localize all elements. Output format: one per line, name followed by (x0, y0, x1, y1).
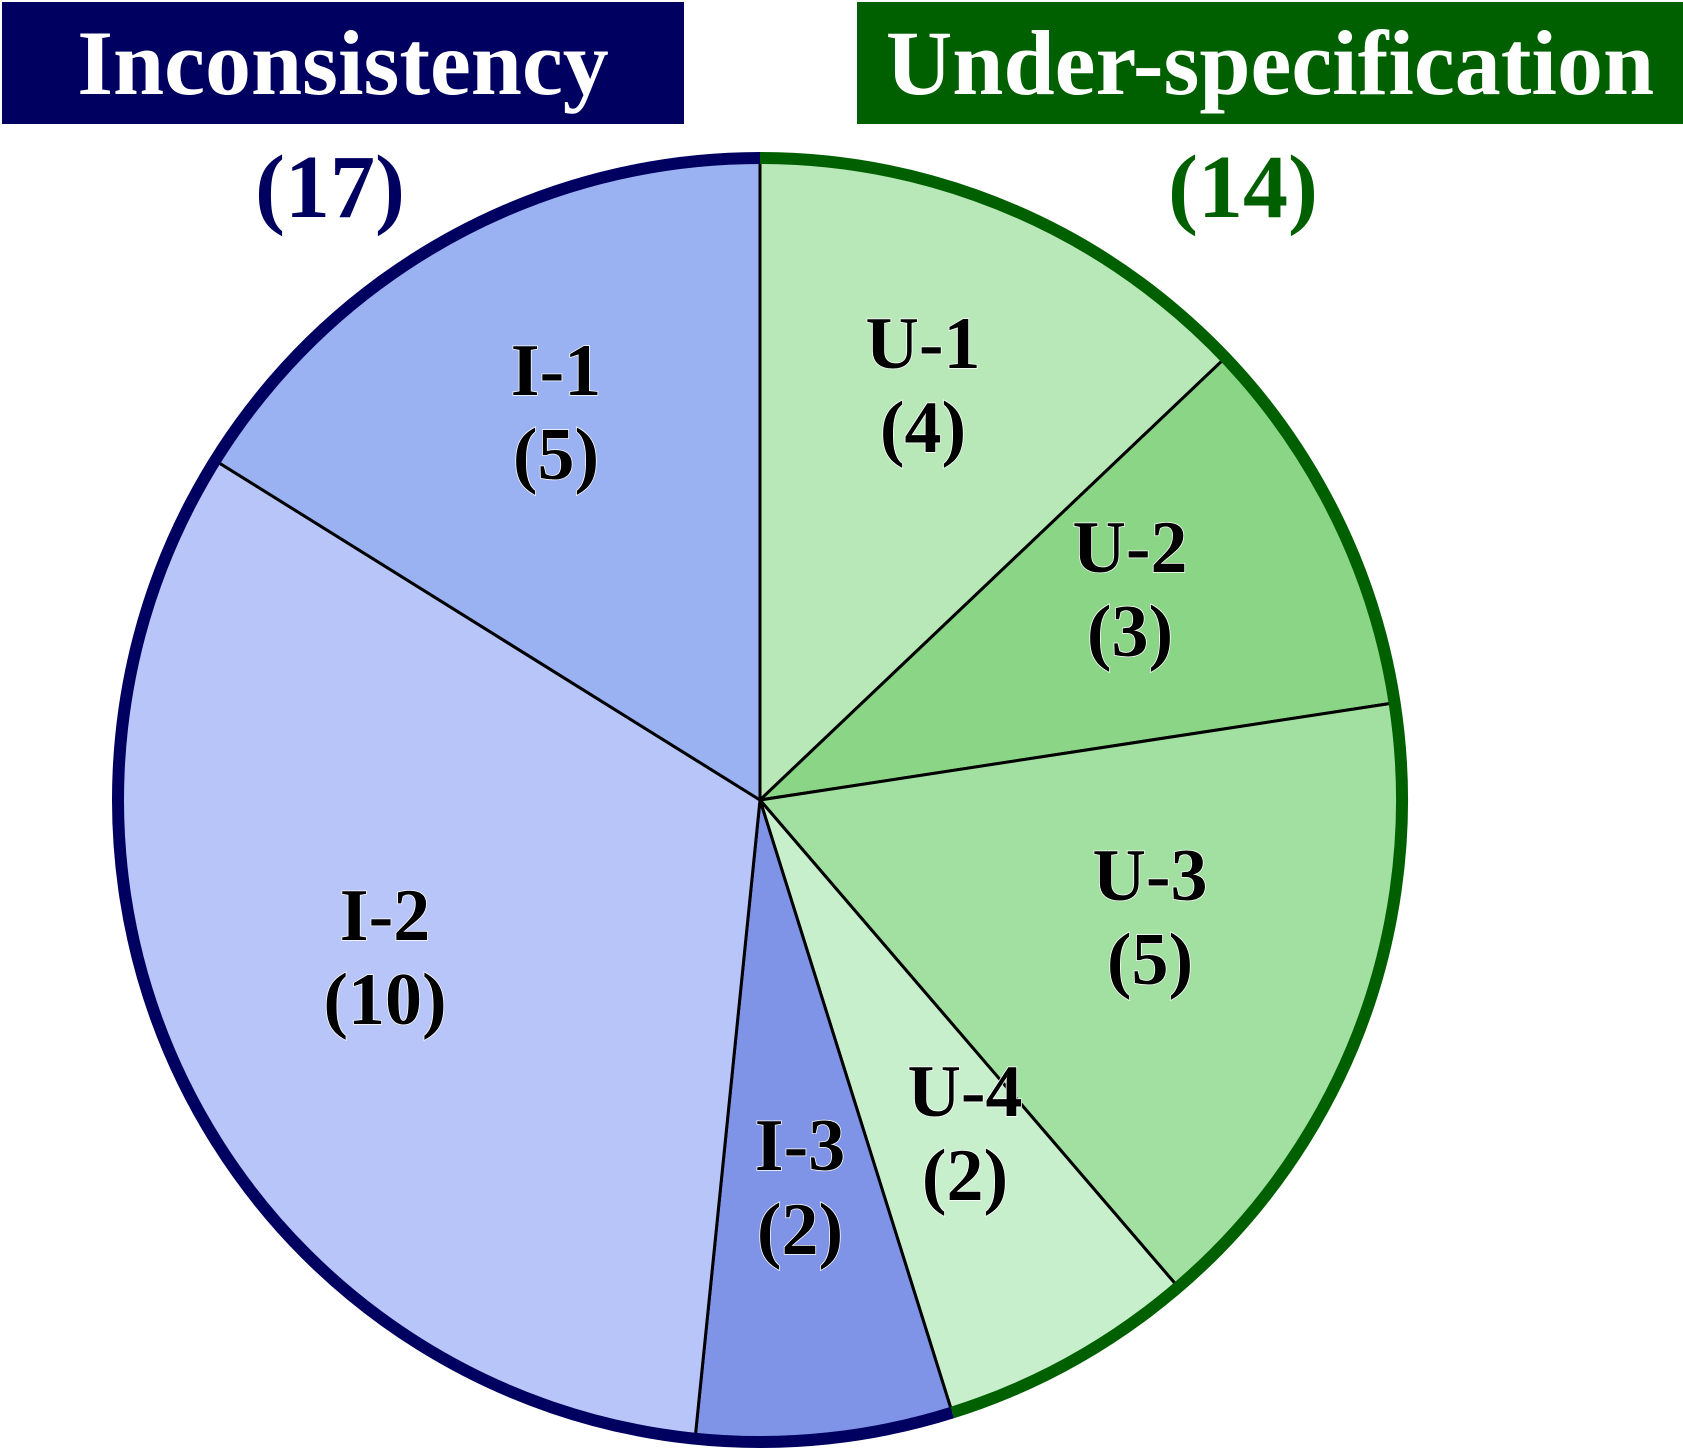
under-specification-rim (759, 152, 1408, 1419)
slice-label-u-1: U-1 (865, 303, 980, 385)
inconsistency-total: (17) (255, 138, 405, 237)
slice-label-u-3: U-3 (1092, 835, 1207, 917)
slice-label-i-2: I-2 (340, 875, 430, 957)
slice-count-u-4: (2) (922, 1135, 1008, 1217)
inconsistency-banner: Inconsistency (2, 2, 684, 124)
slice-count-u-3: (5) (1107, 919, 1193, 1001)
slice-count-i-3: (2) (757, 1189, 843, 1271)
slice-count-u-1: (4) (880, 387, 966, 469)
slice-count-i-2: (10) (323, 959, 446, 1041)
slice-label-i-1: I-1 (511, 330, 601, 412)
inconsistency-rim (112, 152, 954, 1448)
slice-count-u-2: (3) (1087, 591, 1173, 673)
slice-count-i-1: (5) (513, 414, 599, 496)
slice-label-i-3: I-3 (755, 1105, 845, 1187)
slice-label-u-2: U-2 (1072, 507, 1187, 589)
under-specification-banner: Under-specification (857, 2, 1683, 124)
slice-label-u-4: U-4 (907, 1051, 1022, 1133)
under-specification-total: (14) (1168, 138, 1318, 237)
